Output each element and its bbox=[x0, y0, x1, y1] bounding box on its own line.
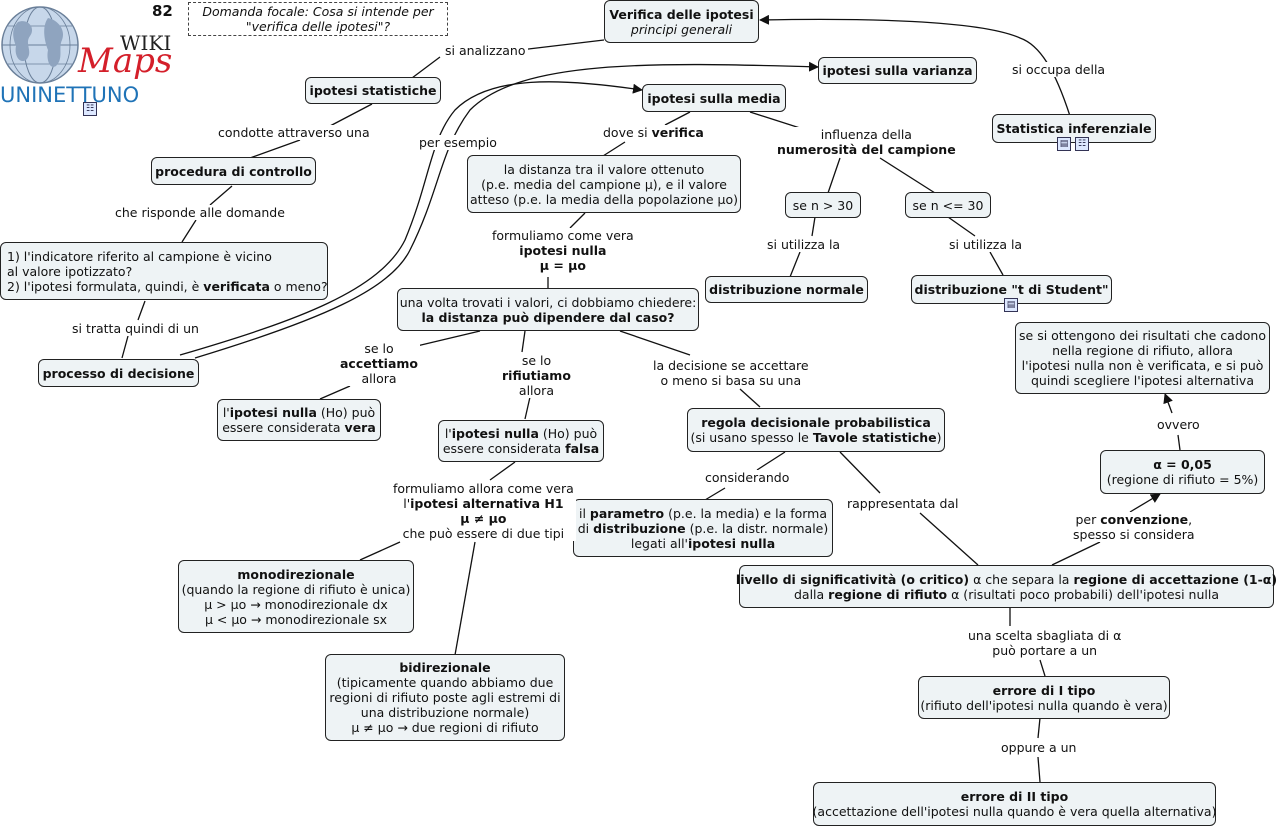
link-domande-decisione bbox=[121, 300, 146, 359]
node-distanza-caso[interactable]: una volta trovati i valori, ci dobbiamo … bbox=[397, 288, 699, 331]
link-considerando-parametro bbox=[704, 487, 726, 501]
link-regola-considerando bbox=[756, 451, 786, 471]
node-statistica-inferenziale[interactable]: Statistica inferenziale bbox=[992, 114, 1156, 143]
logo-maps-text: Maps bbox=[77, 41, 172, 81]
node-livello-significativita[interactable]: livello di significatività (o critico) α… bbox=[736, 565, 1276, 608]
link-base-regola bbox=[739, 388, 761, 408]
link-verifica-statistiche bbox=[411, 39, 605, 79]
link-alternativa-mono bbox=[359, 541, 401, 561]
link-label-oppure: oppure a un bbox=[999, 740, 1079, 755]
link-convenzione-alfa bbox=[1129, 493, 1161, 513]
link-oppure-errore2 bbox=[1037, 756, 1041, 783]
link-regola-rappresentata bbox=[839, 451, 881, 494]
node-parametro-distribuzione[interactable]: il parametro (p.e. la media) e la forma … bbox=[573, 499, 833, 557]
link-label-si-tratta: si tratta quindi di un bbox=[70, 321, 201, 336]
link-gt30-normale bbox=[789, 216, 816, 278]
link-label-si-occupa: si occupa della bbox=[1010, 62, 1108, 77]
concept-map-icon[interactable]: ☷ bbox=[1075, 137, 1089, 151]
link-statistiche-procedura bbox=[249, 103, 373, 159]
link-label-rappresentata: rappresentata dal bbox=[845, 496, 961, 511]
link-rappresentata-livello bbox=[919, 512, 979, 566]
focal-question: Domanda focale: Cosa si intende per "ver… bbox=[188, 2, 448, 36]
link-errore1-oppure bbox=[1037, 717, 1041, 739]
node-n-minore-uguale-30[interactable]: se n <= 30 bbox=[905, 192, 991, 218]
link-chiedere-rifiutiamo bbox=[521, 330, 526, 353]
link-label-convenzione: per convenzione, spesso si considera bbox=[1071, 512, 1197, 542]
node-monodirezionale[interactable]: monodirezionale (quando la regione di ri… bbox=[178, 560, 414, 633]
node-errore-primo-tipo[interactable]: errore di I tipo (rifiuto dell'ipotesi n… bbox=[918, 676, 1170, 719]
note-icon[interactable]: ▤ bbox=[1004, 298, 1018, 312]
node-ipotesi-varianza[interactable]: ipotesi sulla varianza bbox=[818, 57, 977, 84]
link-label-ovvero: ovvero bbox=[1155, 417, 1202, 432]
concept-map-icon[interactable]: ☷ bbox=[83, 102, 97, 116]
node-processo-decisione[interactable]: processo di decisione bbox=[38, 359, 199, 387]
link-label-alternativa: formuliamo allora come vera l'ipotesi al… bbox=[391, 481, 576, 541]
node-ipotesi-nulla-vera[interactable]: l'ipotesi nulla (Ho) può essere consider… bbox=[217, 399, 381, 441]
node-domande[interactable]: 1) l'indicatore riferito al campione è v… bbox=[0, 242, 328, 300]
node-distribuzione-normale[interactable]: distribuzione normale bbox=[705, 276, 868, 303]
link-scelta-errore1 bbox=[1039, 659, 1046, 677]
link-label-per-esempio: per esempio bbox=[417, 135, 499, 150]
link-label-dove-verifica: dove si verifica bbox=[601, 125, 706, 140]
logo-wiki-text: WIKI bbox=[120, 31, 171, 55]
node-distanza-valori[interactable]: la distanza tra il valore ottenuto (p.e.… bbox=[467, 155, 741, 213]
logo-uninettuno-text: UNINETTUNO bbox=[0, 83, 139, 107]
node-ipotesi-statistiche[interactable]: ipotesi statistiche bbox=[305, 77, 441, 104]
link-influenza-le30 bbox=[879, 157, 936, 194]
link-chiedere-base bbox=[619, 330, 691, 356]
link-label-risponde: che risponde alle domande bbox=[113, 205, 287, 220]
node-ipotesi-nulla-falsa[interactable]: l'ipotesi nulla (Ho) può essere consider… bbox=[438, 420, 604, 462]
node-regola-decisionale[interactable]: regola decisionale probabilistica (si us… bbox=[687, 408, 945, 452]
link-alternativa-bi bbox=[454, 541, 476, 656]
link-rifiutiamo-falsa bbox=[524, 396, 531, 420]
link-decisione-varianza bbox=[194, 61, 819, 359]
link-influenza-gt30 bbox=[827, 157, 841, 194]
node-regione-rifiuto-risultati[interactable]: se si ottengono dei risultati che cadono… bbox=[1015, 322, 1270, 394]
link-label-utilizza-normale: si utilizza la bbox=[765, 237, 843, 252]
link-label-condotte: condotte attraverso una bbox=[216, 125, 372, 140]
node-n-maggiore-30[interactable]: se n > 30 bbox=[785, 192, 861, 218]
link-livello-convenzione bbox=[1051, 541, 1101, 566]
link-decisione-media bbox=[179, 81, 643, 356]
link-ovvero-regione bbox=[1163, 393, 1173, 414]
focal-label: Domanda focale: bbox=[202, 4, 309, 19]
link-falsa-alternativa bbox=[489, 461, 516, 481]
link-alfa-ovvero bbox=[1177, 434, 1181, 451]
link-media-distanza bbox=[602, 111, 691, 157]
node-ipotesi-media[interactable]: ipotesi sulla media bbox=[642, 84, 786, 112]
link-label-considerando: considerando bbox=[703, 470, 792, 485]
node-bidirezionale[interactable]: bidirezionale (tipicamente quando abbiam… bbox=[325, 654, 565, 741]
node-procedura-controllo[interactable]: procedura di controllo bbox=[151, 157, 316, 185]
node-alfa-005[interactable]: α = 0,05 (regione di rifiuto = 5%) bbox=[1100, 450, 1265, 494]
link-accettiamo-vera bbox=[319, 385, 351, 400]
link-distanza-chiedere bbox=[547, 212, 586, 288]
node-verifica-ipotesi[interactable]: Verifica delle ipotesi principi generali bbox=[604, 0, 759, 43]
link-le30-student bbox=[947, 216, 1004, 276]
link-label-utilizza-student: si utilizza la bbox=[947, 237, 1025, 252]
page-number: 82 bbox=[152, 2, 173, 20]
link-procedura-domande bbox=[181, 185, 233, 243]
focal-text: Cosa si intende per "verifica delle ipot… bbox=[245, 4, 434, 34]
link-label-si-analizzano: si analizzano bbox=[443, 43, 528, 58]
node-errore-secondo-tipo[interactable]: errore di II tipo (accettazione dell'ipo… bbox=[813, 782, 1216, 826]
note-icon[interactable]: ▤ bbox=[1057, 137, 1071, 151]
wikimaps-logo: WIKI Maps UNINETTUNO bbox=[0, 6, 172, 107]
link-media-influenza bbox=[749, 111, 801, 129]
